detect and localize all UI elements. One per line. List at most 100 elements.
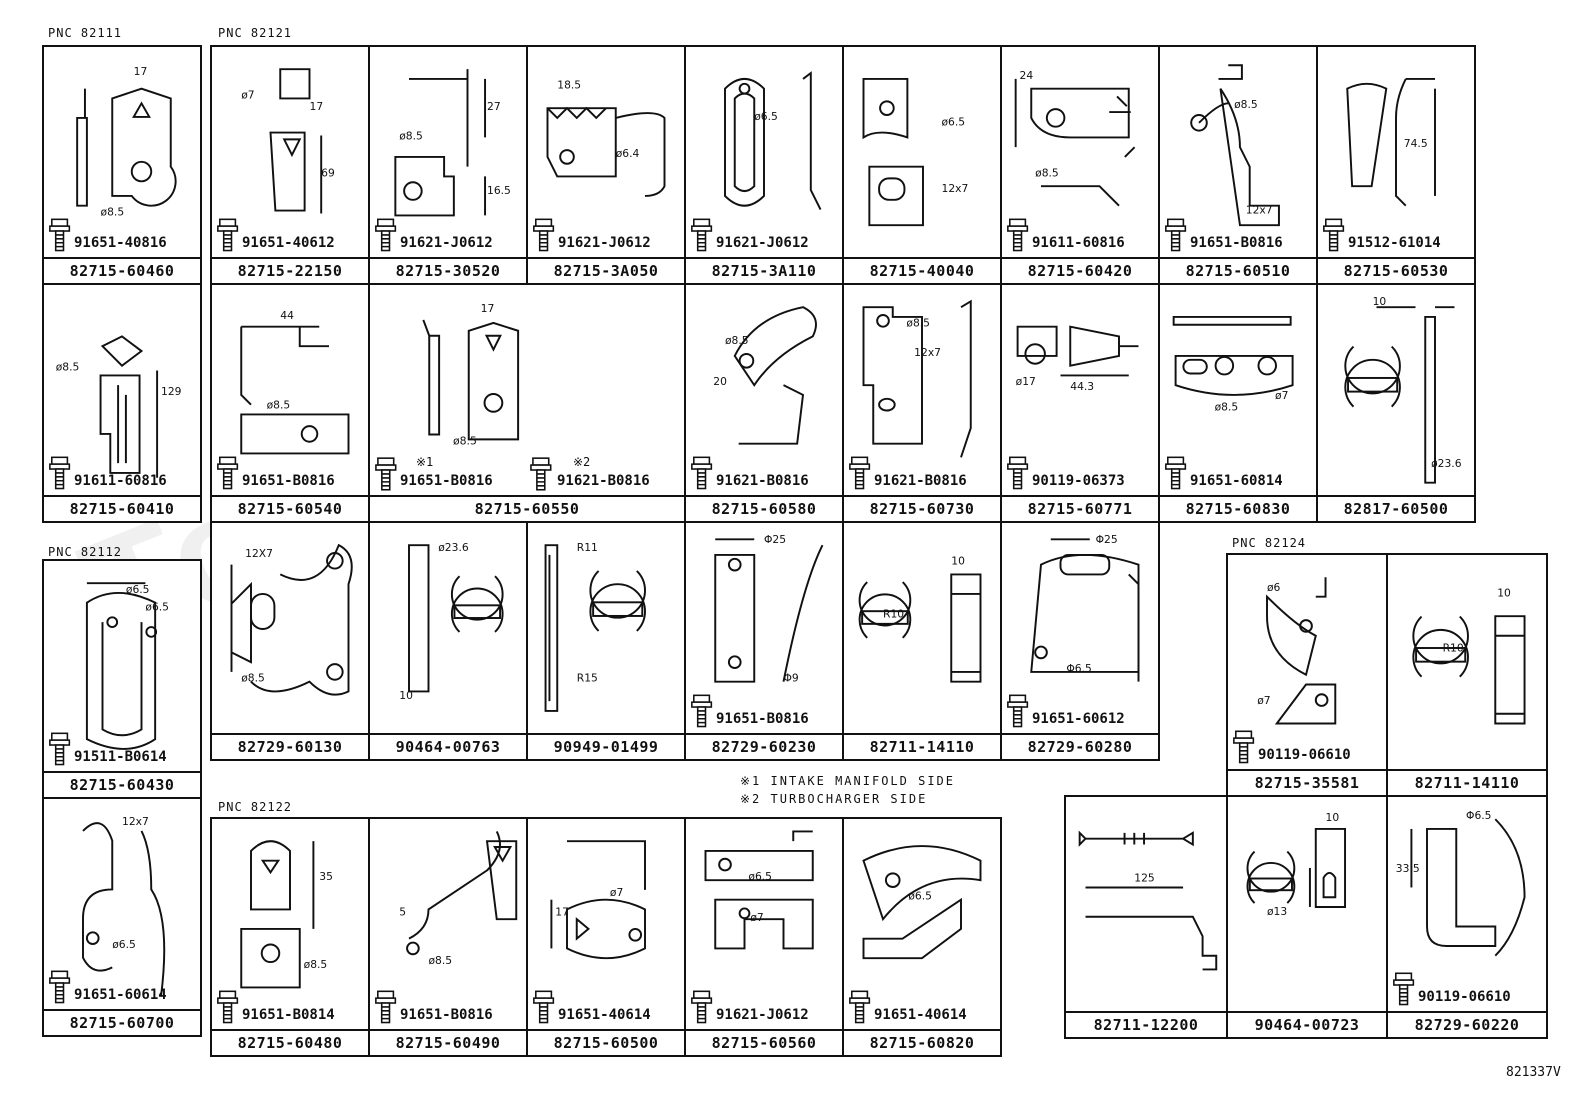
part-number[interactable]: 82711-12200: [1066, 1011, 1226, 1037]
part-drawing: 74.5: [1323, 77, 1436, 252]
part-number[interactable]: 82817-60500: [1318, 495, 1474, 521]
svg-text:ø8.5: ø8.5: [399, 129, 423, 142]
svg-text:24: 24: [1020, 69, 1034, 82]
part-number[interactable]: 82715-35581: [1228, 769, 1386, 795]
bolt-part-number: 91651-B0816: [242, 473, 335, 489]
part-number[interactable]: 82715-60560: [686, 1029, 842, 1055]
part-number[interactable]: 82729-60220: [1388, 1011, 1546, 1037]
part-number[interactable]: 82715-60820: [844, 1029, 1000, 1055]
svg-text:10: 10: [399, 689, 413, 702]
part-number[interactable]: 82715-60730: [844, 495, 1000, 521]
part-number[interactable]: 82715-3A110: [686, 257, 842, 283]
svg-text:ø8.5: ø8.5: [101, 205, 125, 218]
part-number[interactable]: 90464-00763: [370, 733, 526, 759]
part-number[interactable]: 82715-60410: [44, 495, 200, 521]
svg-text:17: 17: [555, 905, 569, 918]
bolt-part-number: 91621-J0612: [716, 235, 809, 251]
part-number[interactable]: 82711-14110: [844, 733, 1000, 759]
part-number[interactable]: 82715-60510: [1160, 257, 1316, 283]
svg-text:69: 69: [321, 166, 335, 179]
part-drawing: 5ø8.5: [375, 830, 518, 1024]
part-number[interactable]: 82715-40040: [844, 257, 1000, 283]
bolt-part-number: 91651-B0814: [242, 1007, 335, 1023]
bolt-part-number: 91621-J0612: [400, 235, 493, 251]
svg-text:ø8.5: ø8.5: [56, 361, 80, 374]
part-number[interactable]: 82715-60830: [1160, 495, 1316, 521]
svg-text:Φ25: Φ25: [1096, 533, 1118, 546]
part-number[interactable]: 82729-60230: [686, 733, 842, 759]
part-drawing: ø6.5ø7: [691, 830, 814, 1024]
part-number[interactable]: 82715-60530: [1318, 257, 1474, 283]
part-number[interactable]: 82715-60550: [370, 495, 684, 521]
svg-text:ø6.5: ø6.5: [126, 583, 150, 596]
bolt-part-number: 90119-06610: [1418, 989, 1511, 1005]
part-number[interactable]: 82729-60280: [1002, 733, 1158, 759]
part-number[interactable]: 82715-60490: [370, 1029, 526, 1055]
part-number[interactable]: 82715-60500: [528, 1029, 684, 1055]
part-drawing: ø23.610: [399, 541, 504, 702]
svg-text:ø6.5: ø6.5: [908, 890, 932, 903]
part-number[interactable]: 90464-00723: [1228, 1011, 1386, 1037]
note-intake-manifold: ※1 INTAKE MANIFOLD SIDE: [740, 774, 955, 788]
part-number[interactable]: 82715-60430: [44, 771, 200, 797]
part-number[interactable]: 82715-60480: [212, 1029, 368, 1055]
part-number[interactable]: 82711-14110: [1388, 769, 1546, 795]
part-number[interactable]: 82715-22150: [212, 257, 368, 283]
svg-text:74.5: 74.5: [1404, 137, 1428, 150]
part-number[interactable]: 82715-60420: [1002, 257, 1158, 283]
part-number[interactable]: 82715-60580: [686, 495, 842, 521]
part-number[interactable]: 82715-30520: [370, 257, 526, 283]
svg-text:ø17: ø17: [1016, 375, 1036, 388]
part-number[interactable]: 90949-01499: [528, 733, 684, 759]
part-number[interactable]: 82715-60700: [44, 1009, 200, 1035]
part-number[interactable]: 82715-60460: [44, 257, 200, 283]
part-number[interactable]: 82715-3A050: [528, 257, 684, 283]
part-number[interactable]: 82715-60540: [212, 495, 368, 521]
part-cell[interactable]: ø6.5 91621-J0612 82715-3A110: [684, 45, 844, 285]
part-number[interactable]: 82729-60130: [212, 733, 368, 759]
svg-text:ø8.5: ø8.5: [1215, 401, 1239, 414]
part-number[interactable]: 82715-60771: [1002, 495, 1158, 521]
svg-text:ø6.5: ø6.5: [754, 110, 778, 123]
svg-text:Φ9: Φ9: [784, 672, 799, 685]
